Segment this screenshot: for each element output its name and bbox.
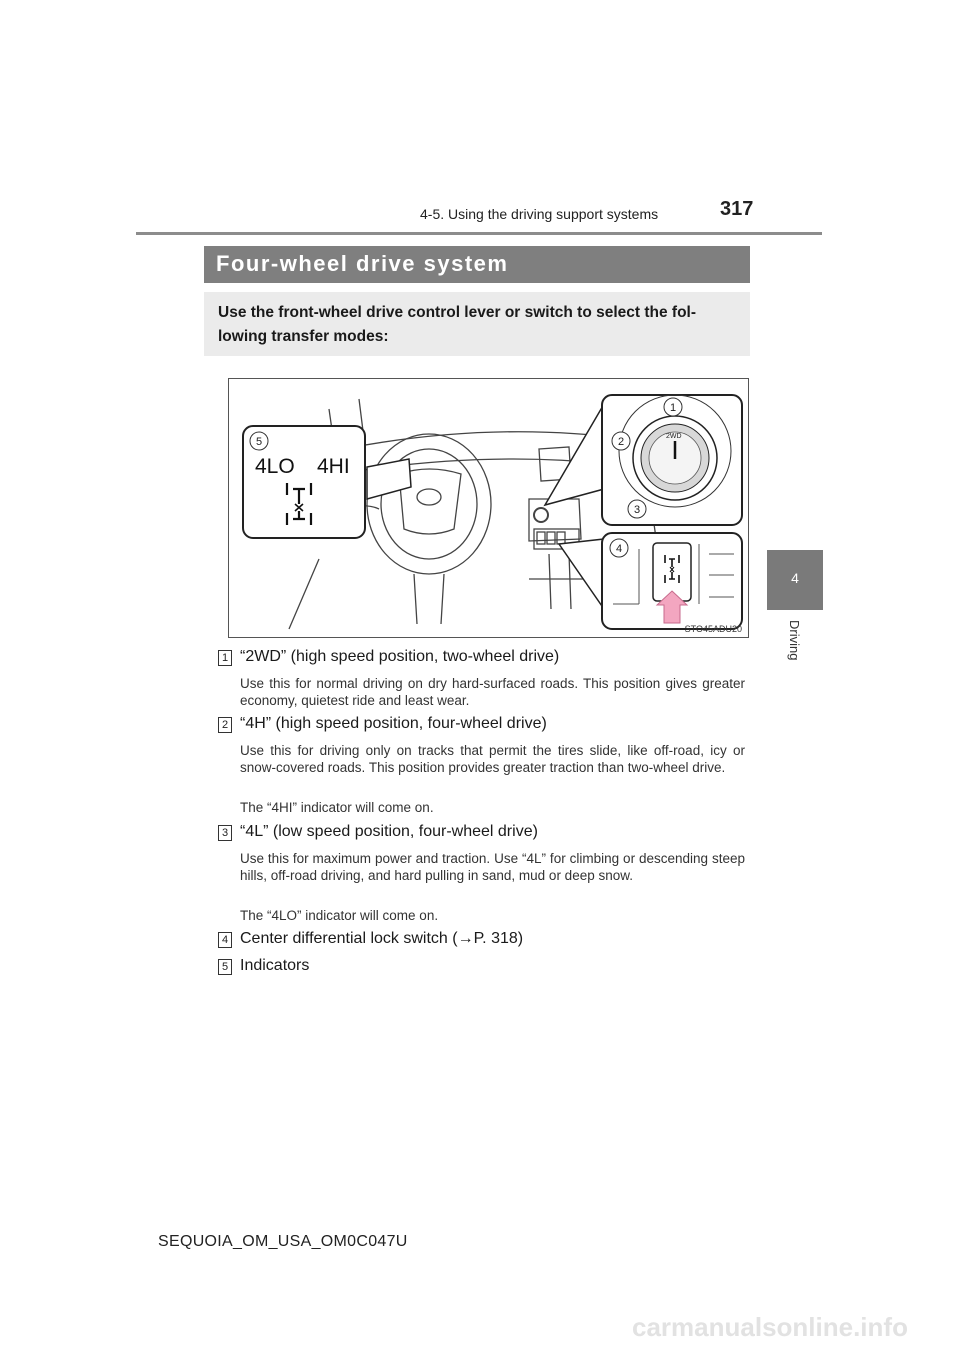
indicator-4lo: 4LO (255, 455, 295, 478)
page-number: 317 (720, 198, 754, 220)
item-title: “4L” (low speed position, four-wheel dri… (240, 823, 538, 840)
callout-2: 2 (618, 436, 624, 448)
section-title: Four-wheel drive system (216, 251, 509, 276)
item-note: The “4LO” indicator will come on. (240, 908, 439, 923)
four-wheel-drive-icon (285, 483, 313, 525)
item-description: Use this for maximum power and traction.… (240, 851, 745, 883)
watermark: carmanualsonline.info (632, 1312, 908, 1342)
item-number-badge: 1 (218, 650, 232, 666)
item-number-badge: 5 (218, 959, 232, 975)
item-note: The “4HI” indicator will come on. (240, 800, 434, 815)
item-description: Use this for normal driving on dry hard-… (240, 676, 745, 708)
chapter-label: Driving (787, 620, 802, 661)
item-description: Use this for driving only on tracks that… (240, 743, 745, 775)
dashboard-illustration: 5 4LO 4HI 2WD 1 2 3 4 STO45ADU20 (228, 378, 749, 638)
item-title: “4H” (high speed position, four-wheel dr… (240, 715, 547, 732)
indicator-4hi: 4HI (317, 455, 350, 478)
callout-3: 3 (634, 504, 640, 516)
chapter-label-container: Driving (782, 620, 806, 690)
item-number-badge: 2 (218, 717, 232, 733)
callout-1: 1 (670, 402, 676, 414)
footer-document-code: SEQUOIA_OM_USA_OM0C047U (158, 1233, 408, 1250)
intro-box: Use the front-wheel drive control lever … (204, 292, 750, 356)
item-number-badge: 4 (218, 932, 232, 948)
section-title-bar: Four-wheel drive system (204, 246, 750, 283)
press-arrow-icon (655, 590, 689, 624)
item-number-badge: 3 (218, 825, 232, 841)
dashboard-drawing: 5 4LO 4HI 2WD 1 2 3 4 (242, 394, 743, 630)
running-header-section: 4-5. Using the driving support systems (420, 206, 659, 222)
callout-4: 4 (616, 543, 622, 555)
callout-5: 5 (256, 436, 262, 448)
chapter-tab: 4 (767, 550, 823, 610)
item-title: Indicators (240, 957, 310, 974)
intro-text: Use the front-wheel drive control lever … (218, 304, 697, 345)
item-title: “2WD” (high speed position, two-wheel dr… (240, 648, 560, 665)
header-rule (136, 232, 822, 235)
chapter-number: 4 (791, 570, 799, 586)
center-diff-lock-icon (664, 555, 680, 583)
figure-code: STO45ADU20 (684, 624, 742, 634)
item-title: Center differential lock switch (→P. 318… (240, 930, 524, 947)
dial-2wd-label: 2WD (666, 433, 682, 440)
